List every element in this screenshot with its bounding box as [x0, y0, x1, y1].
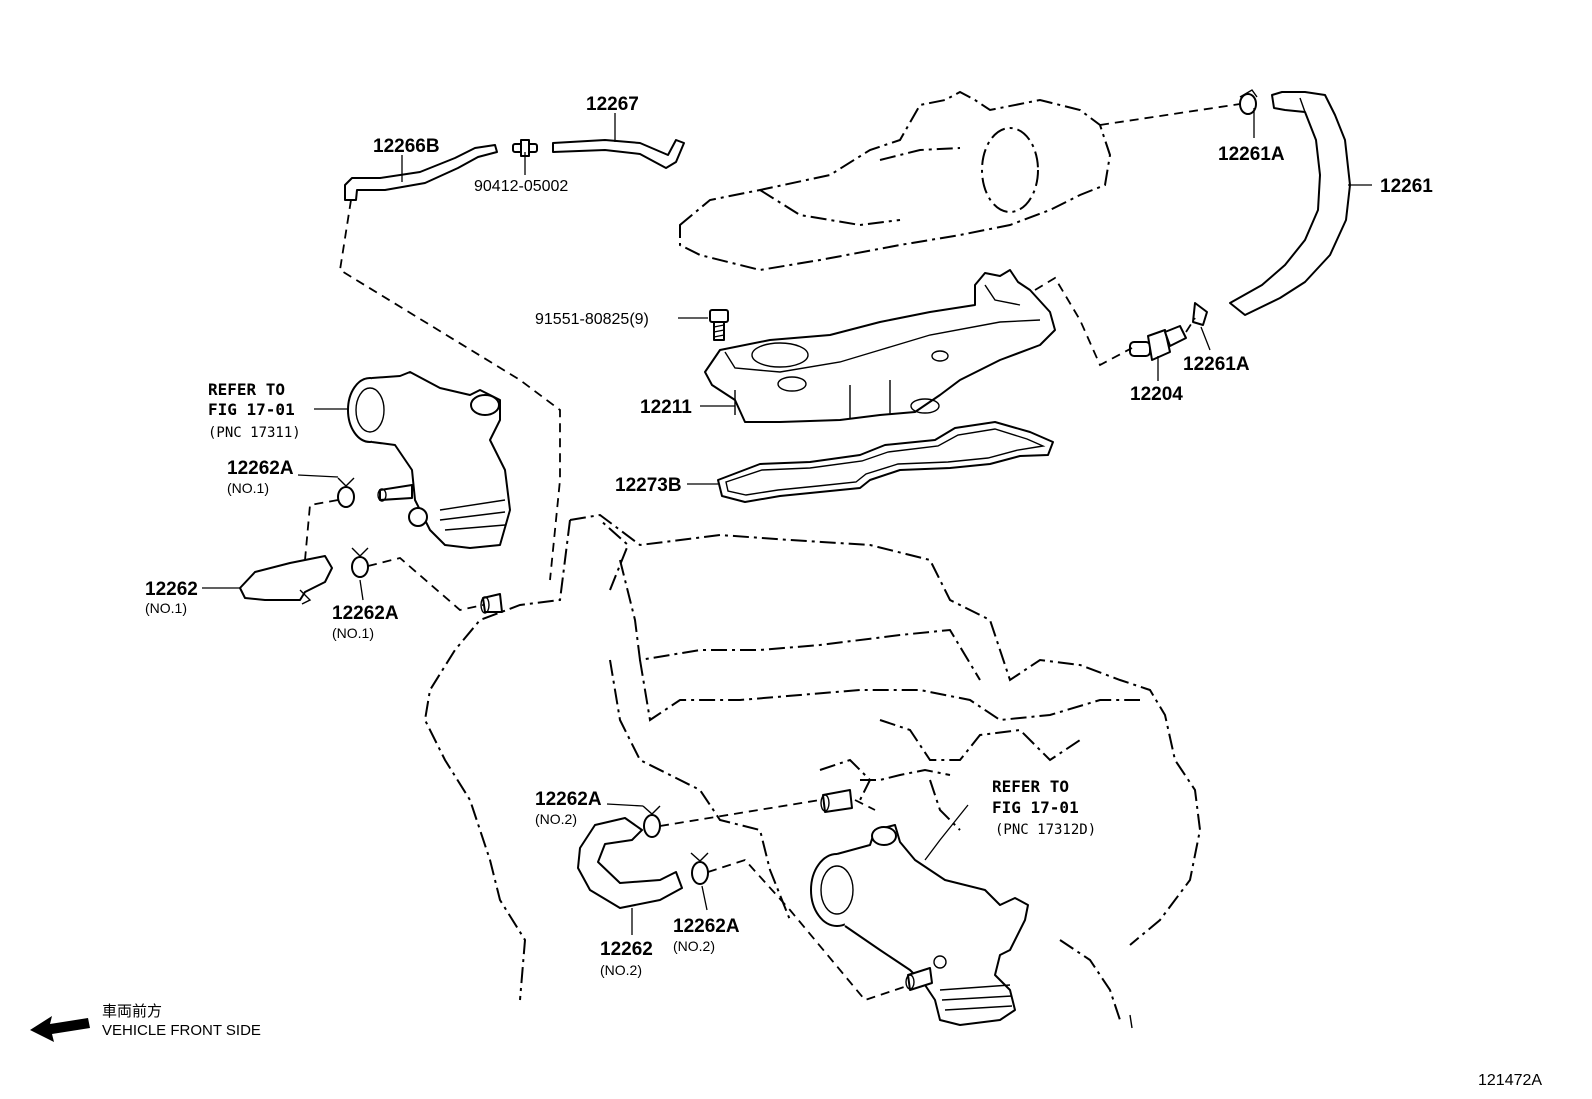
label-12262a-no1-upper-sub: (NO.1): [227, 480, 269, 496]
ref-lower-line2: FIG 17-01: [992, 798, 1079, 817]
reference-lower: REFER TO FIG 17-01 (PNC 17312D): [992, 777, 1096, 838]
label-12262-no2-sub: (NO.2): [600, 962, 642, 978]
dashed-connections: [304, 103, 1241, 1002]
ref-lower-line1: REFER TO: [992, 777, 1069, 796]
callout-labels: 12266B 12267 90412-05002 12261A 12261 91…: [145, 94, 1433, 978]
pcv-valve-12204: [1129, 325, 1187, 361]
label-12273b: 12273B: [615, 475, 682, 496]
label-12262a-no1-lower: 12262A: [332, 603, 399, 624]
direction-english: VEHICLE FRONT SIDE: [102, 1022, 261, 1039]
reference-upper: REFER TO FIG 17-01 (PNC 17311): [208, 380, 301, 441]
clip-12262a-no1-lower: [351, 547, 369, 578]
clip-12262a-no2-lower: [690, 852, 709, 885]
label-12262a-no2-upper: 12262A: [535, 789, 602, 810]
intake-manifold-outline: [679, 90, 1112, 272]
label-12261a-lower: 12261A: [1183, 354, 1250, 375]
intake-pipe-lower: [810, 824, 1029, 1026]
hose-12267: [552, 139, 685, 169]
engine-block-outline: [423, 513, 1202, 1029]
hose-12261: [1229, 91, 1351, 316]
union-90412: [512, 139, 538, 157]
label-91551: 91551-80825(9): [535, 311, 649, 328]
vehicle-front-indicator: 車両前方 VEHICLE FRONT SIDE: [30, 1003, 261, 1042]
hose-12262-no2: [577, 817, 683, 909]
label-12262a-no2-upper-sub: (NO.2): [535, 811, 577, 827]
leader-lines: [202, 108, 1372, 935]
label-12262-no1-sub: (NO.1): [145, 600, 187, 616]
label-12211: 12211: [640, 397, 692, 418]
label-90412: 90412-05002: [474, 178, 568, 195]
clip-12262a-no2-upper: [642, 805, 661, 838]
bolt-91551: [709, 309, 729, 341]
left-arrow-icon: [30, 1016, 90, 1042]
direction-japanese: 車両前方: [102, 1003, 162, 1020]
ref-upper-line3: (PNC 17311): [208, 425, 301, 441]
hose-12266b: [344, 144, 498, 201]
label-12267: 12267: [586, 94, 639, 115]
label-12262a-no2-lower-sub: (NO.2): [673, 938, 715, 954]
gasket-12273b: [717, 421, 1054, 503]
label-12262a-no1-lower-sub: (NO.1): [332, 625, 374, 641]
label-12204: 12204: [1130, 384, 1183, 405]
clip-12261a-lower: [1192, 302, 1208, 326]
oil-separator-12211: [704, 269, 1056, 423]
label-12262-no1: 12262: [145, 579, 198, 600]
label-12261: 12261: [1380, 176, 1433, 197]
clip-12262a-no1-upper: [337, 477, 355, 508]
ref-upper-line2: FIG 17-01: [208, 400, 295, 419]
hose-12262-no1: [239, 555, 333, 605]
ref-lower-line3: (PNC 17312D): [995, 822, 1096, 838]
intake-pipe-upper: [347, 371, 511, 549]
ref-upper-line1: REFER TO: [208, 380, 285, 399]
label-12261a-top: 12261A: [1218, 144, 1285, 165]
label-12262-no2: 12262: [600, 939, 653, 960]
engine-fitting-upper: [480, 593, 503, 614]
engine-fitting-lower: [820, 789, 853, 813]
figure-number: 121472A: [1478, 1072, 1542, 1089]
label-12262a-no2-lower: 12262A: [673, 916, 740, 937]
label-12262a-no1-upper: 12262A: [227, 458, 294, 479]
label-12266b: 12266B: [373, 136, 440, 157]
